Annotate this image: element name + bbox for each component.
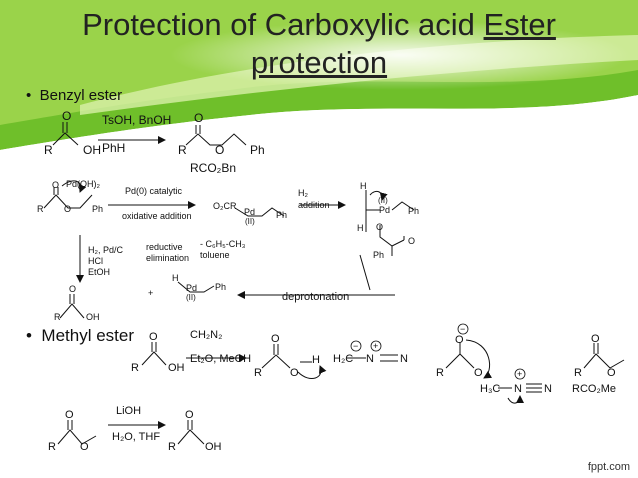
label-lioh: LiOH [116, 405, 141, 417]
label-o: O [290, 367, 299, 379]
bullet-benzyl: • Benzyl ester [26, 87, 123, 104]
label-tsoh: TsOH, BnOH [102, 113, 171, 127]
label-r: R [44, 143, 53, 157]
label-o: O [408, 236, 415, 246]
label-c6h5ch3: - C₆H₅-CH₃ [200, 239, 246, 249]
label-phh: PhH [102, 141, 125, 155]
label-o: O [194, 111, 203, 125]
label-ph: Ph [215, 282, 226, 292]
label-h: H [172, 273, 179, 283]
label-r: R [48, 441, 56, 453]
label-rco2bn: RCO₂Bn [190, 161, 236, 175]
label-oh: OH [168, 362, 185, 374]
label-h: H [357, 223, 364, 233]
label-o: O [52, 180, 59, 190]
label-ph: Ph [92, 204, 103, 214]
label-r: R [168, 441, 176, 453]
label-o: O [376, 222, 383, 232]
bullet-benzyl-text: Benzyl ester [39, 87, 123, 104]
slide-title: Protection of Carboxylic acid Ester prot… [0, 6, 638, 82]
label-elimination: elimination [146, 253, 189, 263]
label-h2othf: H₂O, THF [112, 431, 160, 443]
label-o: O [271, 333, 280, 345]
minus-charge-icon [457, 323, 469, 335]
label-minus: − [353, 341, 358, 351]
label-o: O [149, 331, 158, 343]
label-hcl: HCl [88, 256, 103, 266]
label-pd: Pd [244, 207, 255, 217]
label-n: N [544, 383, 552, 395]
label-pd-oxidation: (II) [378, 196, 388, 205]
label-n: N [514, 383, 522, 395]
plus-charge-icon [370, 340, 382, 352]
label-r: R [131, 362, 139, 374]
label-ph: Ph [373, 250, 384, 260]
label-h: H [312, 354, 320, 366]
label-h: H [360, 181, 367, 191]
label-addition: addition [298, 200, 330, 210]
label-reductive: reductive [146, 242, 183, 252]
label-h2c: H₂C [333, 353, 353, 365]
label-r: R [436, 367, 444, 379]
watermark: fppt.com [587, 461, 630, 473]
label-oh: OH [205, 441, 222, 453]
label-pd-oxidation: (II) [186, 293, 196, 302]
label-o2cr: O₂CR [213, 201, 237, 211]
label-h2pdc: H₂, Pd/C [88, 245, 124, 255]
label-r: R [37, 204, 44, 214]
label-plussign: + [373, 341, 378, 351]
label-oxadd: oxidative addition [122, 211, 192, 221]
label-n: N [400, 353, 408, 365]
label-r: R [178, 143, 187, 157]
label-deprotonation: deprotonation [282, 291, 349, 303]
label-toluene: toluene [200, 250, 230, 260]
label-ph: Ph [250, 143, 265, 157]
label-minus: − [460, 324, 465, 334]
label-et2o: Et₂O, MeOH [190, 353, 251, 365]
label-oh: OH [83, 143, 101, 157]
label-h2: H₂ [298, 188, 308, 198]
bullet-methyl: • Methyl ester [26, 326, 134, 345]
label-pd: Pd [379, 205, 390, 215]
bullet-methyl-text: Methyl ester [41, 326, 134, 345]
label-o: O [607, 367, 616, 379]
label-pd-oxidation: (II) [245, 217, 255, 226]
label-h3c: H₃C [480, 383, 500, 395]
label-ph: Ph [276, 210, 287, 220]
label-o: O [591, 333, 600, 345]
label-plussign: + [517, 369, 522, 379]
label-o: O [69, 284, 76, 294]
title-line2: protection [250, 45, 388, 80]
label-pd0: Pd(0) catalytic [125, 186, 183, 196]
label-o: O [64, 204, 71, 214]
title-part1: Protection of Carboxylic acid [82, 7, 484, 42]
label-r: R [574, 367, 582, 379]
label-pdoh2: Pd(OH)₂ [66, 179, 101, 189]
label-plus: + [148, 288, 153, 298]
label-n: N [366, 353, 374, 365]
label-o: O [65, 409, 74, 421]
label-o: O [62, 109, 71, 123]
label-oh: OH [86, 312, 100, 322]
label-rco2me: RCO₂Me [572, 383, 616, 395]
label-o: O [455, 334, 464, 346]
plus-charge-icon [514, 368, 526, 380]
minus-charge-icon [350, 340, 362, 352]
label-ch2n2: CH₂N₂ [190, 329, 222, 341]
label-r: R [254, 367, 262, 379]
label-o: O [474, 367, 483, 379]
label-r: R [54, 312, 61, 322]
label-o: O [185, 409, 194, 421]
title-part2: Ester [483, 7, 556, 42]
label-o: O [80, 441, 89, 453]
label-etoh: EtOH [88, 267, 110, 277]
label-pd: Pd [186, 283, 197, 293]
label-ph: Ph [408, 206, 419, 216]
label-o: O [215, 143, 224, 157]
